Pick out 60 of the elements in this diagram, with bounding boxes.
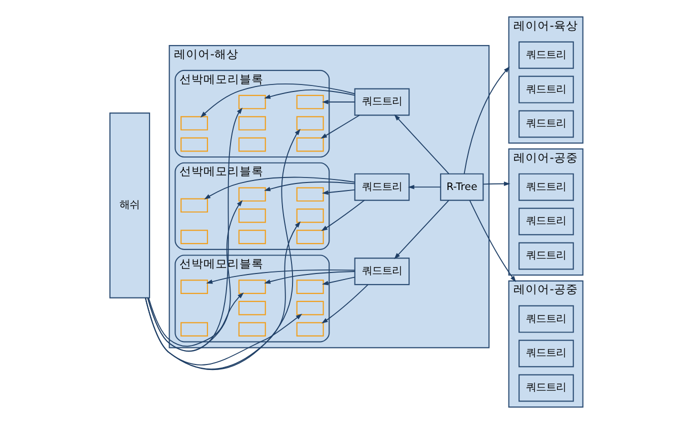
node-box: 쿼드트리 xyxy=(518,305,574,333)
arrow xyxy=(206,269,356,284)
node-box xyxy=(238,300,266,316)
arrow xyxy=(321,200,365,231)
arrow xyxy=(264,270,356,284)
arrow xyxy=(322,189,356,195)
node-box xyxy=(180,230,208,244)
arrow xyxy=(469,200,516,282)
node-box: R-Tree xyxy=(440,173,484,201)
node-box xyxy=(238,187,266,202)
arrow xyxy=(148,292,244,347)
node-box xyxy=(296,280,324,294)
node-box xyxy=(238,208,266,223)
arrow xyxy=(394,114,450,174)
node-box: 쿼드트리 xyxy=(354,88,410,116)
arrow xyxy=(264,182,356,192)
node-box xyxy=(238,94,266,110)
node-box: 쿼드트리 xyxy=(518,110,574,138)
node-box xyxy=(296,187,324,202)
node-box xyxy=(238,116,266,130)
node-box xyxy=(180,280,208,294)
arrow xyxy=(408,184,442,190)
arrow xyxy=(321,284,368,324)
arrow xyxy=(147,200,243,352)
node-box xyxy=(180,322,208,336)
node-box xyxy=(296,230,324,244)
node-box xyxy=(296,94,324,110)
arrow xyxy=(464,66,510,174)
node-box xyxy=(180,198,208,213)
arrow xyxy=(144,128,300,370)
node-box: 쿼드트리 xyxy=(518,41,574,69)
node-box: 쿼드트리 xyxy=(354,258,410,286)
node-box xyxy=(296,322,324,336)
node-box xyxy=(238,230,266,244)
node-box xyxy=(180,116,208,130)
arrow xyxy=(320,114,360,139)
node-box: 쿼드트리 xyxy=(518,208,574,236)
node-box: 쿼드트리 xyxy=(518,173,574,201)
arrow xyxy=(200,84,356,118)
arrow xyxy=(482,182,510,186)
node-box: 쿼드트리 xyxy=(518,76,574,104)
node-box xyxy=(296,116,324,130)
node-box: 쿼드트리 xyxy=(518,374,574,402)
node-box xyxy=(180,137,208,152)
arrow xyxy=(394,200,450,260)
arrow xyxy=(322,276,356,286)
node-box xyxy=(238,137,266,152)
node-box: 쿼드트리 xyxy=(518,242,574,270)
node-box: 쿼드트리 xyxy=(518,340,574,368)
node-box xyxy=(238,322,266,336)
arrow xyxy=(204,176,356,200)
node-box xyxy=(238,280,266,294)
node-box xyxy=(296,137,324,152)
arrow xyxy=(264,89,356,99)
arrow xyxy=(147,108,243,352)
node-box xyxy=(296,208,324,223)
node-box: 해쉬 xyxy=(109,112,150,298)
arrow xyxy=(322,100,356,104)
node-box xyxy=(296,300,324,316)
node-box: 쿼드트리 xyxy=(354,173,410,201)
